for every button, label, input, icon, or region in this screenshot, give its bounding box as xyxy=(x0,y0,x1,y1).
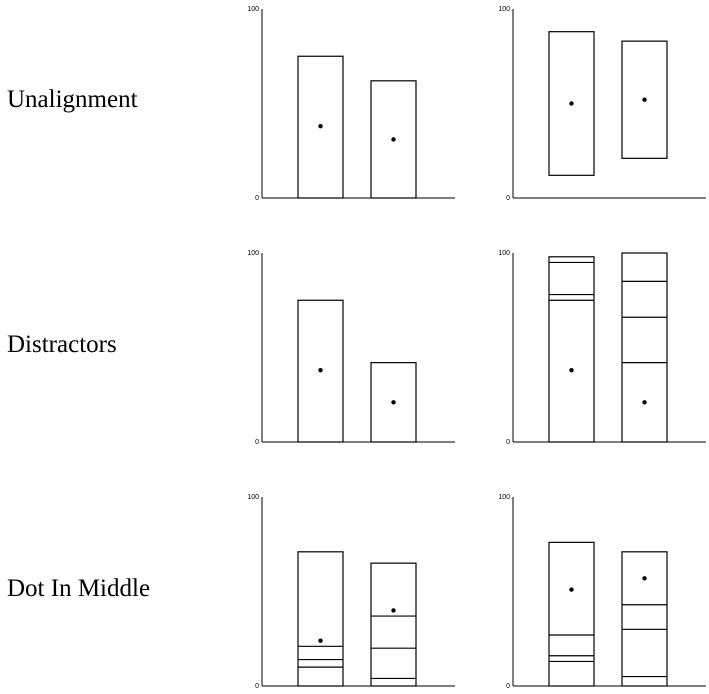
chart-3-bar-1 xyxy=(297,299,344,443)
chart-6-bar-1-dot xyxy=(569,587,574,592)
chart-3-bar-2-dot xyxy=(391,400,396,405)
chart-6-bar-2 xyxy=(621,551,668,687)
row-label-unalignment: Unalignment xyxy=(7,86,138,113)
chart-5-bar-2-dot xyxy=(391,608,396,613)
chart-2-bar-1 xyxy=(548,31,595,176)
chart-2-bar-2 xyxy=(621,40,668,159)
chart-1-bar-1-dot xyxy=(318,123,323,129)
chart-2-bar-1-dot xyxy=(569,101,574,106)
chart-4-bar-2 xyxy=(621,252,668,443)
chart-6-bar-2-dot xyxy=(642,576,647,581)
chart-2-tick-label-max: 100 xyxy=(498,6,510,13)
chart-1-tick-label-min: 0 xyxy=(255,195,259,202)
chart-2-bar-2-dot xyxy=(642,97,647,102)
chart-1-tick-label-max: 100 xyxy=(247,6,259,13)
chart-5-bar-1 xyxy=(297,551,344,687)
chart-5-bar-1-dot xyxy=(318,638,323,643)
chart-6-bar-1 xyxy=(548,541,595,687)
row-label-distractors: Distractors xyxy=(7,331,117,358)
chart-4-tick-label-max: 100 xyxy=(498,250,510,257)
chart-6-tick-label-min: 0 xyxy=(506,683,510,690)
chart-4-tick-label-min: 0 xyxy=(506,439,510,446)
chart-4-bar-2-dot xyxy=(642,400,647,405)
chart-5-tick-label-max: 100 xyxy=(247,494,259,501)
chart-6-tick-label-max: 100 xyxy=(498,494,510,501)
chart-4-bar-1-dot xyxy=(569,367,574,373)
chart-3-bar-2 xyxy=(370,362,417,443)
chart-1-bar-2 xyxy=(370,80,417,199)
chart-5-bar-2 xyxy=(370,562,417,687)
chart-5-tick-label-min: 0 xyxy=(255,683,259,690)
chart-4-bar-1 xyxy=(548,256,595,443)
chart-1-bar-1 xyxy=(297,55,344,199)
chart-3-tick-label-min: 0 xyxy=(255,439,259,446)
row-label-dot-in-middle: Dot In Middle xyxy=(7,575,151,602)
chart-3-bar-1-dot xyxy=(318,367,323,373)
chart-2-tick-label-min: 0 xyxy=(506,195,510,202)
chart-1-bar-2-dot xyxy=(391,137,396,142)
chart-3-tick-label-max: 100 xyxy=(247,250,259,257)
